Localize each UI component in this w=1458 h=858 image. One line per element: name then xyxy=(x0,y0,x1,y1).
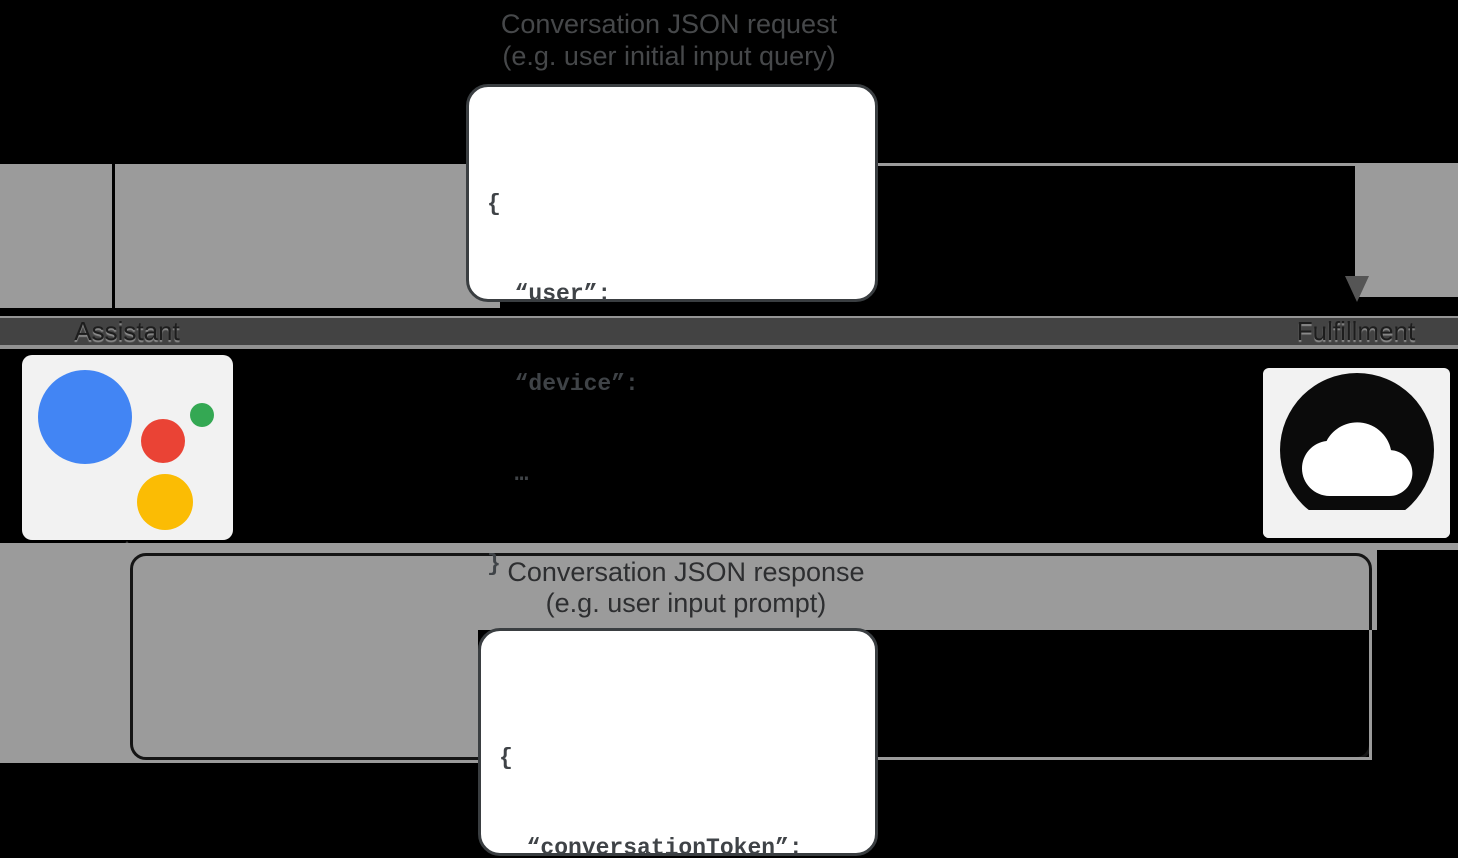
response-loop-bottom-edge xyxy=(878,757,1372,760)
response-arrow-band-left xyxy=(0,630,478,763)
request-arrow-band-right xyxy=(1355,163,1458,297)
request-json-snippet: { “user”: “device”: … } xyxy=(466,84,878,577)
arrowhead-down-icon xyxy=(1345,276,1369,302)
google-assistant-icon xyxy=(38,370,132,464)
code-line: “conversationToken”: xyxy=(499,835,803,858)
actor-strip xyxy=(0,318,1458,345)
response-arrow-band-right-sliver xyxy=(1377,543,1458,550)
request-arrow-band xyxy=(115,164,500,308)
code-line: “device”: xyxy=(487,371,639,397)
cloud-fulfillment-icon xyxy=(1263,373,1450,538)
assistant-card xyxy=(22,355,233,540)
response-arrow-band xyxy=(0,543,1377,630)
request-label: Conversation JSON request (e.g. user ini… xyxy=(279,8,1059,72)
request-label-line2: (e.g. user initial input query) xyxy=(502,41,836,71)
code-line: “user”: xyxy=(487,281,612,307)
response-label-line2: (e.g. user input prompt) xyxy=(545,588,827,618)
assistant-red-dot xyxy=(141,419,185,463)
request-arrow-band-left xyxy=(0,164,112,308)
code-line: … xyxy=(487,461,529,487)
assistant-yellow-dot xyxy=(137,474,193,530)
response-json-snippet: { “conversationToken”: “userStorage”: … … xyxy=(478,628,878,858)
response-label: Conversation JSON response (e.g. user in… xyxy=(296,557,1076,619)
request-arrow-line xyxy=(878,163,1358,166)
actor-strip-bottom-edge xyxy=(0,345,1458,349)
response-loop-right-edge xyxy=(1369,630,1372,760)
assistant-label: Assistant xyxy=(74,316,180,346)
code-line: { xyxy=(487,191,501,217)
fulfillment-card xyxy=(1263,368,1450,538)
code-line: } xyxy=(487,551,501,577)
assistant-green-dot xyxy=(190,403,214,427)
actor-strip-top-edge xyxy=(0,316,1458,318)
response-label-line1: Conversation JSON response xyxy=(507,557,865,587)
code-line: { xyxy=(499,745,513,771)
fulfillment-label: Fulfillment xyxy=(1296,316,1416,346)
request-label-line1: Conversation JSON request xyxy=(500,9,838,39)
